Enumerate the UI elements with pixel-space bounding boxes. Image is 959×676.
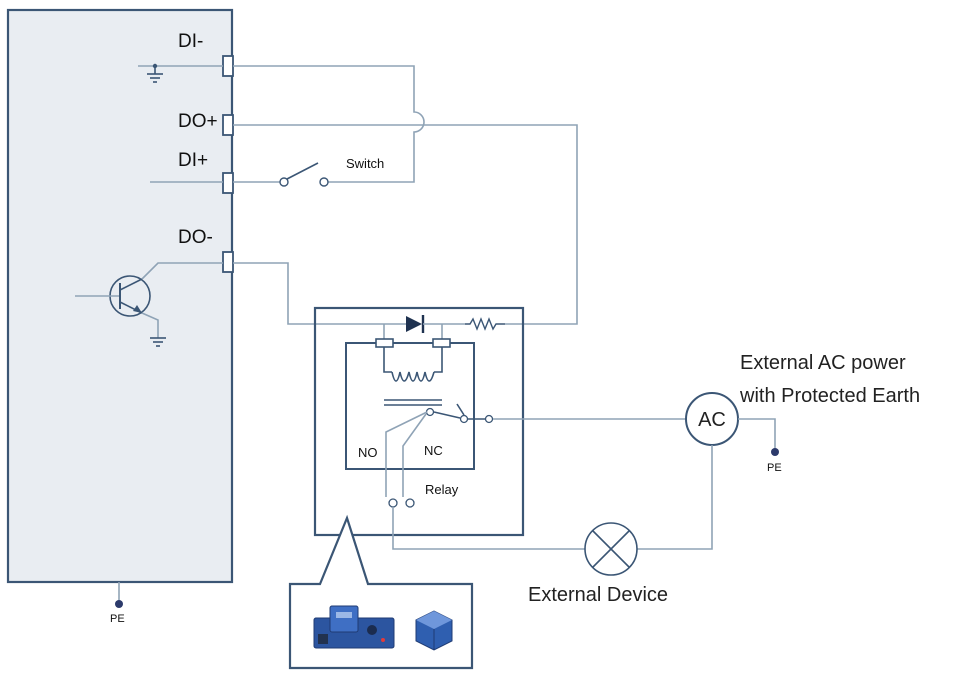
ac-pe-label: PE — [767, 462, 782, 474]
relay-no-label: NO — [358, 445, 378, 460]
ac-pe-terminal: PE — [738, 418, 782, 474]
terminal-di-plus — [222, 172, 234, 194]
wire-do-plus — [233, 124, 578, 325]
relay-coil-terminal-right — [432, 338, 451, 348]
wire-no-to-lamp — [392, 507, 585, 550]
ac-source-symbol: AC — [698, 409, 726, 431]
diode-icon — [384, 315, 465, 333]
lamp-icon — [584, 522, 638, 576]
ac-source-title-line1: External AC power — [740, 352, 906, 374]
device-pe-terminal: PE — [110, 582, 125, 625]
resistor-icon — [465, 317, 505, 331]
ground-icon — [138, 63, 223, 83]
ac-source-title-line2: with Protected Earth — [739, 385, 920, 407]
switch-icon — [233, 162, 329, 187]
relay-name-label: Relay — [425, 482, 459, 497]
relay-nc-label: NC — [424, 443, 443, 458]
coil-icon — [383, 347, 443, 406]
terminal-do-minus — [222, 251, 234, 273]
relay-contacts — [385, 403, 494, 508]
port-label-di-minus: DI- — [178, 31, 203, 52]
device-pe-label: PE — [110, 613, 125, 625]
port-label-do-plus: DO+ — [178, 111, 218, 132]
terminal-di-minus — [222, 55, 234, 77]
port-label-do-minus: DO- — [178, 227, 213, 248]
port-label-di-plus: DI+ — [178, 150, 208, 171]
switch-label: Switch — [346, 156, 384, 171]
wire-do-minus — [233, 262, 384, 325]
relay-photo — [415, 610, 453, 651]
wire-di-minus — [233, 65, 425, 183]
relay-inner-frame — [345, 342, 475, 470]
wire-lamp-to-ac — [637, 445, 713, 550]
terminal-do-plus — [222, 114, 234, 136]
transistor-icon — [75, 262, 223, 347]
external-device-label: External Device — [528, 584, 668, 606]
relay-coil-terminal-left — [375, 338, 394, 348]
relay-module-frame — [313, 306, 525, 537]
relay-module-photo — [313, 605, 395, 649]
